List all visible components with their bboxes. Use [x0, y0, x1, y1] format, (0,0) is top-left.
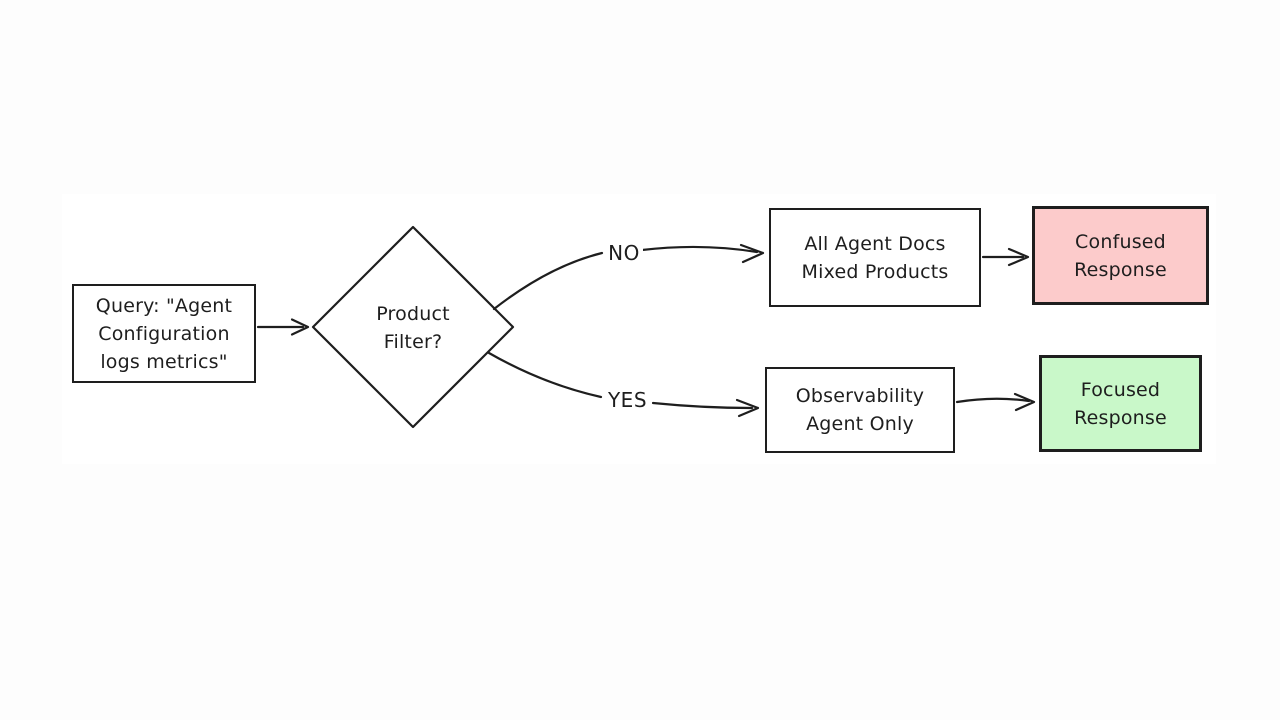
node-confused-response-label: Confused Response	[1074, 230, 1167, 281]
arrow-yes-branch	[487, 351, 760, 418]
node-decision-label: Product Filter?	[376, 303, 450, 353]
node-query: Query: "Agent Configuration logs metrics…	[72, 284, 256, 383]
arrow-alldocs-to-confused	[981, 247, 1030, 267]
node-observability-agent-label: Observability Agent Only	[795, 385, 925, 435]
node-all-agent-docs: All Agent Docs Mixed Products	[769, 208, 981, 307]
arrow-no-branch	[492, 243, 765, 311]
node-observability-agent: Observability Agent Only	[765, 367, 955, 453]
node-decision: Product Filter?	[343, 297, 483, 359]
node-confused-response: Confused Response	[1032, 206, 1209, 305]
node-query-label: Query: "Agent Configuration logs metrics…	[95, 294, 233, 373]
node-focused-response-label: Focused Response	[1074, 378, 1167, 429]
arrow-observability-to-focused	[955, 392, 1036, 412]
node-all-agent-docs-label: All Agent Docs Mixed Products	[801, 232, 949, 283]
decision-diamond-shape	[311, 225, 515, 429]
edge-label-no: NO	[605, 240, 643, 266]
node-focused-response: Focused Response	[1039, 355, 1202, 452]
arrow-query-to-decision	[256, 318, 310, 336]
edge-label-yes: YES	[603, 387, 652, 413]
